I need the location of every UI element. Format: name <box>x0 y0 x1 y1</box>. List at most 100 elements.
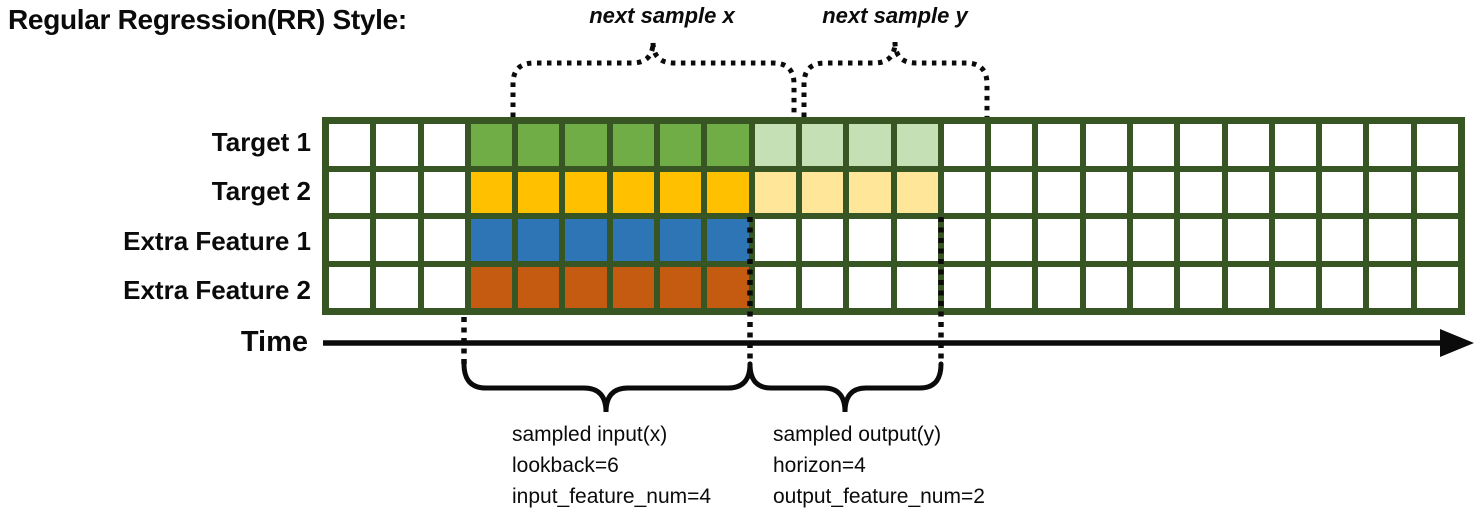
grid-cell <box>991 171 1033 213</box>
grid-cell <box>801 266 844 308</box>
grid-cell <box>423 219 465 261</box>
grid-cell <box>1369 124 1411 166</box>
grid-cell <box>329 171 371 213</box>
grid-cell <box>1038 266 1080 308</box>
grid-cell <box>754 124 796 166</box>
grid-cell <box>991 266 1033 308</box>
grid-cell <box>1180 124 1222 166</box>
grid-cell <box>1274 266 1317 308</box>
grid-cell <box>423 266 465 308</box>
row-label-extra-feature-1: Extra Feature 1 <box>123 226 311 256</box>
page-title: Regular Regression(RR) Style: <box>8 4 407 35</box>
grid-cell <box>1416 219 1458 261</box>
grid-cell <box>423 124 465 166</box>
next-sample-x-brace-icon <box>510 41 797 117</box>
grid-cell <box>1227 171 1269 213</box>
grid-cell <box>1085 124 1127 166</box>
timeline-grid <box>322 117 1465 315</box>
grid-cell <box>896 124 938 166</box>
grid-cell <box>376 266 418 308</box>
grid-cell <box>991 219 1033 261</box>
grid-cell <box>943 171 986 213</box>
grid-cell <box>329 266 371 308</box>
grid-cell <box>849 219 891 261</box>
grid-cell <box>896 266 938 308</box>
grid-cell <box>612 124 655 166</box>
sampled-input-title: sampled input(x) <box>512 423 668 446</box>
row-label-target-2: Target 2 <box>211 176 311 206</box>
grid-cell <box>1322 219 1364 261</box>
grid-cell <box>943 219 986 261</box>
grid-cell <box>470 266 513 308</box>
sampled-input-annotation: sampled input(x) lookback=6 input_featur… <box>512 419 711 512</box>
grid-cell <box>518 171 560 213</box>
sampled-output-annotation: sampled output(y) horizon=4 output_featu… <box>773 419 985 512</box>
grid-cell <box>1038 171 1080 213</box>
grid-cell <box>660 124 702 166</box>
grid-cell <box>943 124 986 166</box>
sampled-output-title: sampled output(y) <box>773 423 942 446</box>
grid-cell <box>1132 219 1175 261</box>
row-label-target-1: Target 1 <box>211 127 311 157</box>
grid-cell <box>707 219 749 261</box>
grid-cell <box>1038 124 1080 166</box>
row-labels: Target 1 Target 2 Extra Feature 1 Extra … <box>0 0 313 516</box>
grid-cell <box>565 124 607 166</box>
grid-cell <box>1274 171 1317 213</box>
grid-cell <box>1274 219 1317 261</box>
grid-cell <box>376 171 418 213</box>
grid-cell <box>565 171 607 213</box>
grid-cell <box>1227 266 1269 308</box>
grid-cell <box>1132 171 1175 213</box>
output-feature-num-value: output_feature_num=2 <box>773 485 985 508</box>
grid-cell <box>1038 219 1080 261</box>
grid-cell <box>1180 219 1222 261</box>
grid-cell <box>423 171 465 213</box>
grid-cell <box>470 219 513 261</box>
grid-cell <box>849 266 891 308</box>
grid-cell <box>660 171 702 213</box>
grid-cell <box>1180 266 1222 308</box>
grid-cell <box>518 266 560 308</box>
grid-cell <box>612 171 655 213</box>
grid-cell <box>612 219 655 261</box>
grid-cell <box>1227 124 1269 166</box>
grid-cell <box>754 219 796 261</box>
grid-cell <box>707 266 749 308</box>
grid-cell <box>1369 266 1411 308</box>
grid-cell <box>1322 266 1364 308</box>
grid-cell <box>329 124 371 166</box>
row-label-extra-feature-2: Extra Feature 2 <box>123 275 311 305</box>
grid-cell <box>896 219 938 261</box>
sampled-output-brace-icon <box>747 361 944 413</box>
grid-cell <box>470 124 513 166</box>
grid-cell <box>1085 266 1127 308</box>
next-sample-y-brace-icon <box>801 41 990 117</box>
grid-cell <box>1180 171 1222 213</box>
grid-cell <box>1416 266 1458 308</box>
next-sample-y-label: next sample y <box>822 3 968 28</box>
grid-cell <box>329 219 371 261</box>
grid-cell <box>565 266 607 308</box>
grid-cell <box>565 219 607 261</box>
grid-cell <box>849 124 891 166</box>
grid-cell <box>1322 124 1364 166</box>
grid-cell <box>849 171 891 213</box>
grid-cell <box>660 266 702 308</box>
grid-cell <box>801 124 844 166</box>
grid-cell <box>754 266 796 308</box>
grid-cell <box>1369 219 1411 261</box>
grid-cell <box>1085 171 1127 213</box>
grid-cell <box>518 124 560 166</box>
grid-cell <box>1085 219 1127 261</box>
grid-cell <box>376 219 418 261</box>
grid-cell <box>470 171 513 213</box>
grid-cell <box>1416 124 1458 166</box>
grid-cell <box>896 171 938 213</box>
sampled-input-brace-icon <box>461 361 753 413</box>
grid-cell <box>801 171 844 213</box>
grid-cell <box>754 171 796 213</box>
grid-cell <box>991 124 1033 166</box>
grid-cell <box>1274 124 1317 166</box>
